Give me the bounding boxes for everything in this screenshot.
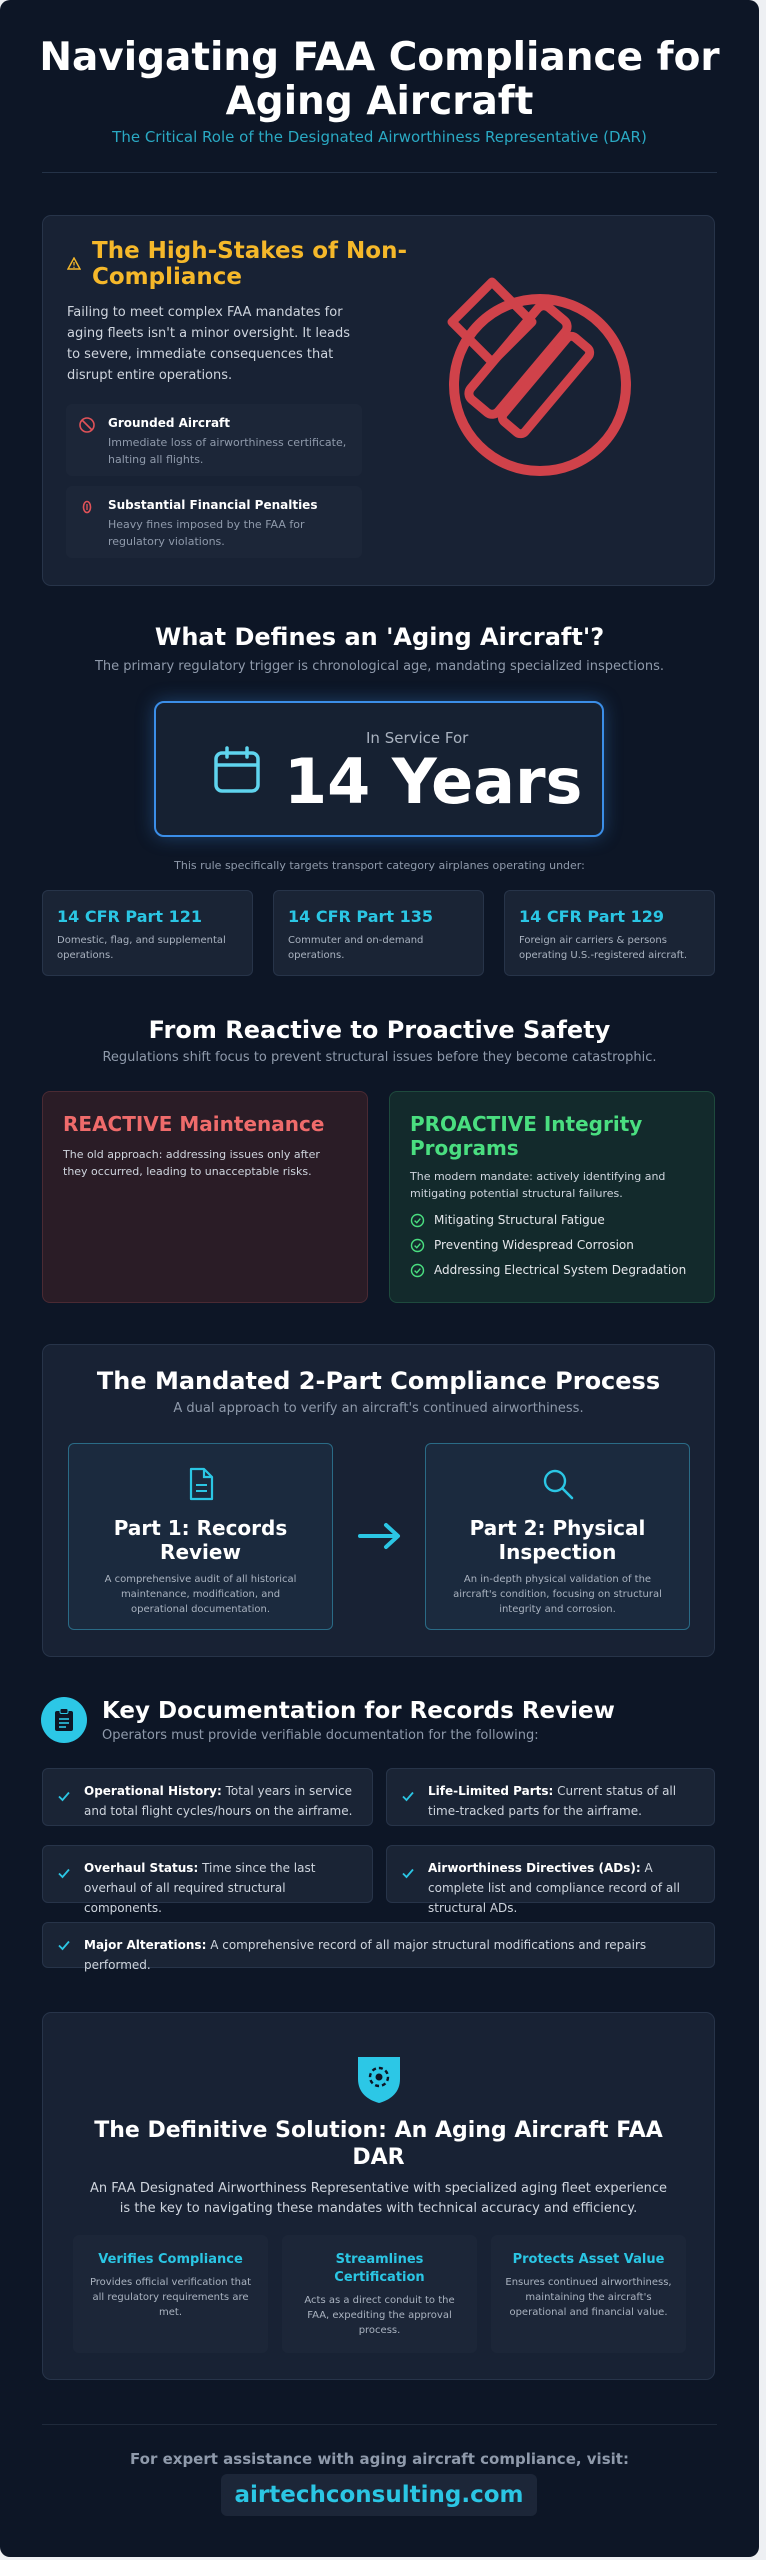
benefit-title: Verifies Compliance <box>98 2252 243 2267</box>
no-flight-icon <box>447 277 631 476</box>
header-divider <box>42 172 717 173</box>
solution-text: An FAA Designated Airworthiness Represen… <box>90 2181 667 2216</box>
doc-item-label: Major Alterations: <box>84 1938 207 1952</box>
benefit-verifies-compliance: Verifies Compliance Provides official ve… <box>73 2235 268 2353</box>
part-129-card: 14 CFR Part 129 Foreign air carriers & p… <box>504 890 715 976</box>
high-stakes-title: The High-Stakes of Non-Compliance <box>92 238 408 290</box>
doc-item-label: Overhaul Status: <box>84 1861 199 1875</box>
document-icon <box>189 1467 214 1501</box>
step-text: A comprehensive audit of all historical … <box>104 1574 297 1615</box>
clipboard-icon <box>55 1708 73 1731</box>
benefit-streamlines-certification: Streamlines Certification Acts as a dire… <box>282 2235 477 2353</box>
doc-item-major-alterations: Major Alterations: A comprehensive recor… <box>42 1922 715 1972</box>
part-title: 14 CFR Part 135 <box>288 907 433 926</box>
process-card: The Mandated 2-Part Compliance Process A… <box>42 1344 715 1657</box>
consequence-title: Grounded Aircraft <box>108 416 230 430</box>
reactive-card: REACTIVE Maintenance The old approach: a… <box>42 1091 368 1303</box>
consequence-text: Heavy fines imposed by the FAA for regul… <box>108 518 305 548</box>
benefit-text: Provides official verification that all … <box>89 2277 252 2318</box>
step-physical-inspection: Part 2: Physical Inspection An in-depth … <box>425 1443 690 1630</box>
reactive-title: REACTIVE Maintenance <box>63 1112 325 1136</box>
documentation-title: Key Documentation for Records Review <box>102 1698 615 1724</box>
doc-item-text: Time since the last overhaul of all requ… <box>84 1861 316 1915</box>
shield-icon <box>358 2057 400 2103</box>
part-title: 14 CFR Part 121 <box>57 907 202 926</box>
benefit-title: Streamlines Certification <box>334 2252 425 2285</box>
doc-item-label: Life-Limited Parts: <box>428 1784 554 1798</box>
safety-title: From Reactive to Proactive Safety <box>148 1016 611 1044</box>
proactive-item-label: Addressing Electrical System Degradation <box>434 1263 687 1277</box>
doc-item-life-limited-parts: Life-Limited Parts: Current status of al… <box>386 1768 715 1826</box>
aging-title: What Defines an 'Aging Aircraft'? <box>154 623 605 651</box>
consequence-text: Immediate loss of airworthiness certific… <box>108 436 347 466</box>
check-circle-icon <box>410 1213 425 1228</box>
coin-icon <box>82 500 92 514</box>
consequence-title: Substantial Financial Penalties <box>108 498 318 512</box>
doc-item-text: Current status of all time-tracked parts… <box>428 1784 677 1818</box>
step-title: Part 2: Physical Inspection <box>469 1516 646 1564</box>
consequence-penalties: Substantial Financial Penalties Heavy fi… <box>66 486 362 558</box>
service-value: 14 Years <box>284 745 583 818</box>
rule-note: This rule specifically targets transport… <box>174 859 585 872</box>
high-stakes-text: Failing to meet complex FAA mandates for… <box>67 305 351 383</box>
check-circle-icon <box>410 1263 425 1278</box>
benefit-protects-asset-value: Protects Asset Value Ensures continued a… <box>491 2235 686 2353</box>
calendar-icon <box>214 746 260 793</box>
benefit-title: Protects Asset Value <box>512 2252 665 2267</box>
part-title: 14 CFR Part 129 <box>519 907 664 926</box>
step-records-review: Part 1: Records Review A comprehensive a… <box>68 1443 333 1630</box>
doc-item-overhaul-status: Overhaul Status: Time since the last ove… <box>42 1845 373 1915</box>
page-title: Navigating FAA Compliance for Aging Airc… <box>39 35 720 124</box>
benefit-text: Acts as a direct conduit to the FAA, exp… <box>304 2295 455 2336</box>
check-icon <box>58 1791 70 1802</box>
proactive-card: PROACTIVE Integrity Programs The modern … <box>389 1091 715 1303</box>
doc-item-text: A complete list and compliance record of… <box>428 1861 680 1915</box>
check-icon <box>58 1940 70 1951</box>
proactive-text: The modern mandate: actively identifying… <box>410 1170 666 1200</box>
footer-divider <box>42 2424 717 2425</box>
benefit-text: Ensures continued airworthiness, maintai… <box>505 2277 672 2318</box>
documentation-subtitle: Operators must provide verifiable docume… <box>102 1728 539 1743</box>
doc-item-label: Airworthiness Directives (ADs): <box>428 1861 641 1875</box>
process-subtitle: A dual approach to verify an aircraft's … <box>173 1401 584 1416</box>
solution-card: The Definitive Solution: An Aging Aircra… <box>42 2012 715 2380</box>
page-subtitle: The Critical Role of the Designated Airw… <box>112 128 647 146</box>
service-age-box: In Service For 14 Years <box>154 701 604 837</box>
check-circle-icon <box>410 1238 425 1253</box>
documentation-badge <box>41 1697 87 1743</box>
aging-subtitle: The primary regulatory trigger is chrono… <box>94 659 664 674</box>
arrow-right-icon <box>358 1523 400 1549</box>
ban-icon <box>79 417 95 433</box>
proactive-item-label: Preventing Widespread Corrosion <box>434 1238 634 1252</box>
solution-title: The Definitive Solution: An Aging Aircra… <box>94 2118 663 2170</box>
footer-label: For expert assistance with aging aircraf… <box>130 2450 629 2468</box>
reactive-text: The old approach: addressing issues only… <box>63 1148 320 1178</box>
doc-item-text: A comprehensive record of all major stru… <box>84 1938 647 1972</box>
part-text: Commuter and on-demand operations. <box>288 935 424 961</box>
proactive-item-label: Mitigating Structural Fatigue <box>434 1213 605 1227</box>
part-text: Foreign air carriers & persons operating… <box>519 935 688 961</box>
doc-item-label: Operational History: <box>84 1784 222 1798</box>
consequence-grounded: Grounded Aircraft Immediate loss of airw… <box>66 404 362 476</box>
check-icon <box>402 1791 414 1802</box>
service-label: In Service For <box>366 729 469 747</box>
doc-item-airworthiness-directives: Airworthiness Directives (ADs): A comple… <box>386 1845 715 1915</box>
warning-icon <box>67 257 81 270</box>
step-title: Part 1: Records Review <box>113 1516 288 1564</box>
process-title: The Mandated 2-Part Compliance Process <box>96 1367 661 1395</box>
safety-subtitle: Regulations shift focus to prevent struc… <box>102 1050 657 1065</box>
doc-item-text: Total years in service and total flight … <box>84 1784 353 1818</box>
part-text: Domestic, flag, and supplemental operati… <box>57 935 226 961</box>
part-135-card: 14 CFR Part 135 Commuter and on-demand o… <box>273 890 484 976</box>
step-text: An in-depth physical validation of the a… <box>453 1574 662 1615</box>
check-icon <box>58 1868 70 1879</box>
check-icon <box>402 1868 414 1879</box>
website-link[interactable]: airtechconsulting.com <box>221 2474 537 2516</box>
doc-item-operational-history: Operational History: Total years in serv… <box>42 1768 373 1826</box>
proactive-title: PROACTIVE Integrity Programs <box>410 1112 643 1160</box>
search-icon <box>543 1469 574 1500</box>
part-121-card: 14 CFR Part 121 Domestic, flag, and supp… <box>42 890 253 976</box>
